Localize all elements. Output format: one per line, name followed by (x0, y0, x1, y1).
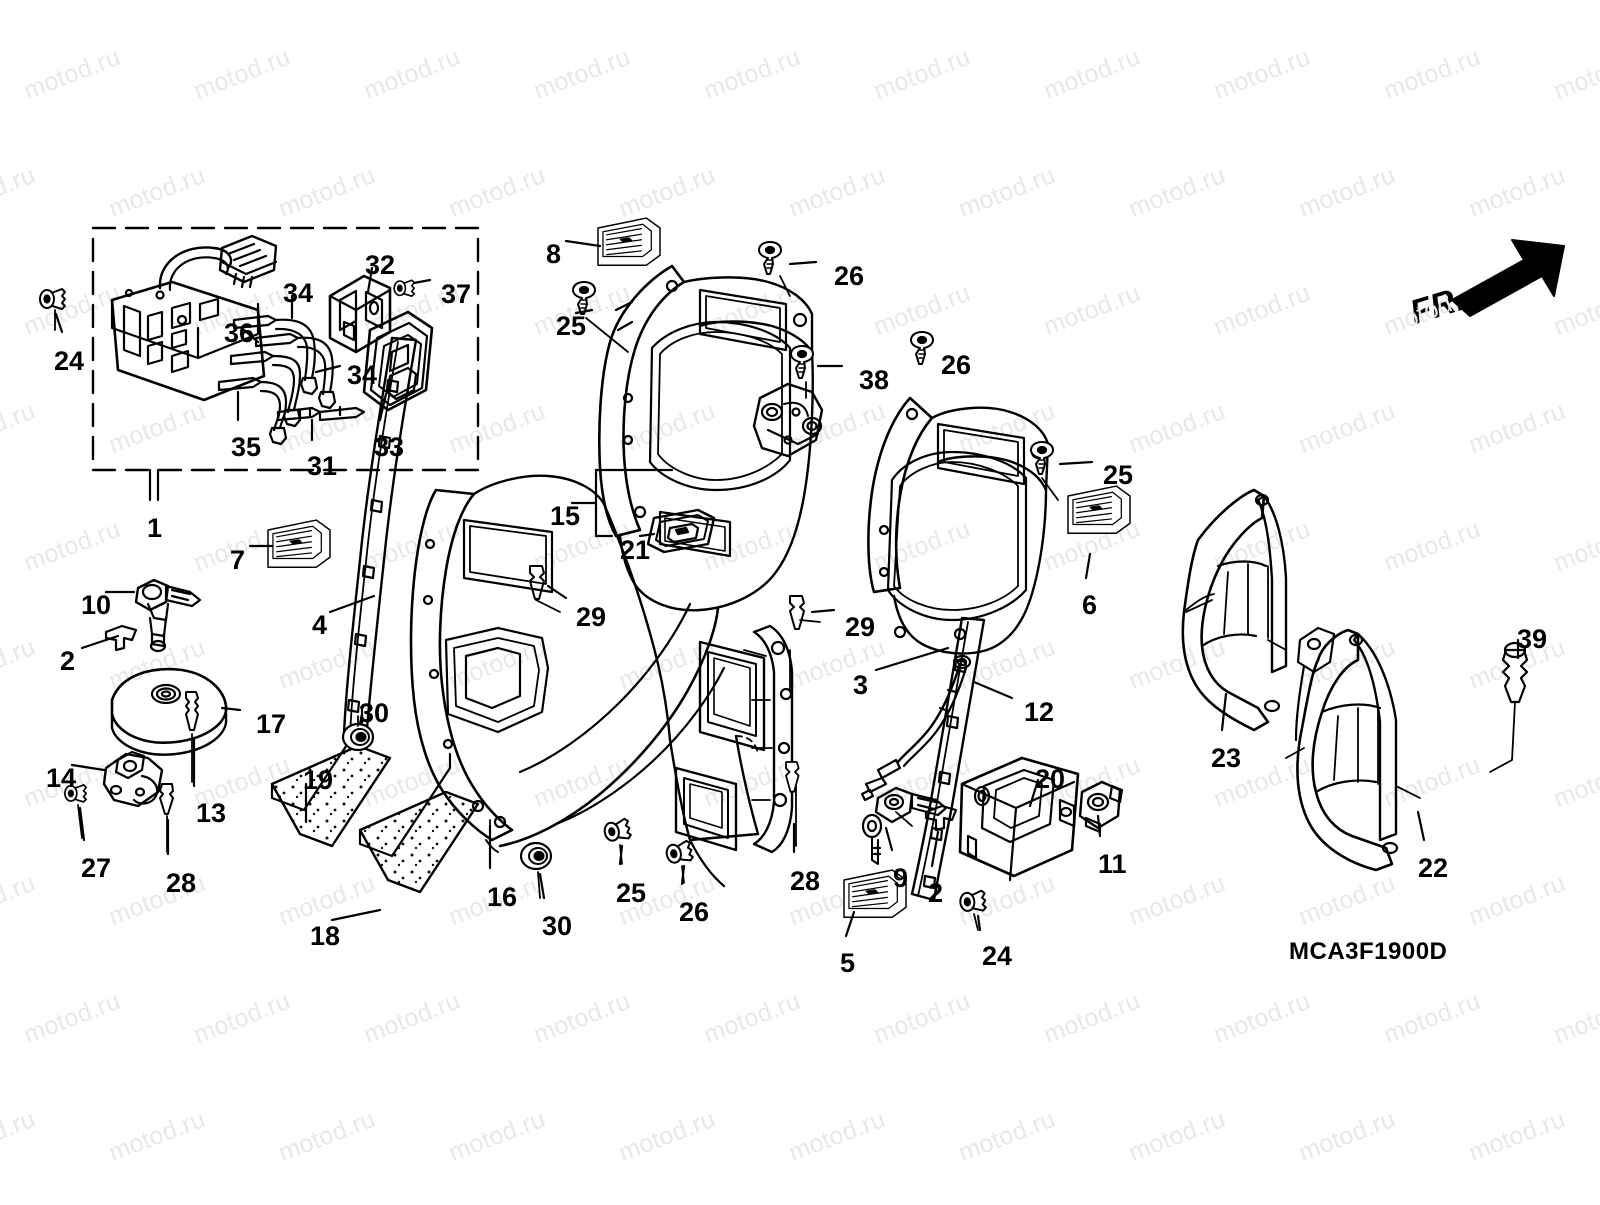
callout-access-lid: 17 (256, 709, 287, 739)
callout-center-cowl: 16 (487, 882, 518, 912)
callout-grommet-30-lower: 30 (542, 911, 573, 941)
callout-switch-bezel: 33 (374, 432, 405, 462)
callout-vent-louvre-top: 8 (546, 239, 562, 269)
callout-screw-24-upper: 24 (54, 346, 85, 376)
callout-screw-29-left: 29 (576, 602, 607, 632)
callout-grommet-30-upper: 30 (359, 698, 390, 728)
callout-emblem-badge: 21 (620, 535, 651, 565)
callout-lead-wire-34-upper: 34 (283, 278, 314, 308)
callout-relay-module: 32 (365, 250, 396, 280)
callout-trim-strip-left: 4 (312, 610, 328, 640)
callout-air-duct-left: 23 (1211, 743, 1242, 773)
callout-upper-cowl-panel: 15 (550, 501, 581, 531)
callout-screw-29-right: 29 (845, 612, 876, 642)
callout-sub-harness-31: 31 (307, 451, 338, 481)
callout-screw-28-left: 28 (166, 868, 197, 898)
callout-lead-wire-34-lower: 34 (347, 360, 378, 390)
callout-vent-louvre-right: 6 (1082, 590, 1098, 620)
callout-clip-lower-right: 2 (928, 878, 944, 908)
callout-vent-louvre-bottom: 5 (840, 948, 856, 978)
callout-ground-cable: 12 (1024, 697, 1055, 727)
callout-clip-39: 39 (1517, 624, 1548, 654)
callout-latch-assembly: 14 (46, 763, 77, 793)
callout-air-duct-right: 22 (1418, 853, 1449, 883)
callout-bolt-26-upper-right: 26 (941, 350, 972, 380)
callout-screw-13: 13 (196, 798, 227, 828)
callout-screw-37: 37 (441, 279, 472, 309)
callout-lock-cylinder-key: 10 (81, 590, 112, 620)
callout-screw-24-lower: 24 (982, 941, 1013, 971)
callout-lead-wire-35: 35 (231, 432, 262, 462)
callout-bolt-26-top: 26 (834, 261, 865, 291)
callout-bolt-25-right: 25 (1103, 460, 1134, 490)
callout-bracket-right: 11 (1098, 849, 1127, 879)
callout-bolt-26-bottom: 26 (679, 897, 710, 927)
callout-foam-pad-upper: 19 (303, 765, 334, 795)
callout-bolt-38: 38 (859, 365, 890, 395)
callout-clip-upper-left: 2 (60, 646, 76, 676)
callout-vent-louvre-left: 7 (230, 545, 246, 575)
diagram-part-number: MCA3F1900D (1289, 938, 1448, 965)
callout-bolt-25-bottom: 25 (616, 878, 647, 908)
callout-trim-strip-right: 3 (853, 670, 869, 700)
callout-screw-28-right: 28 (790, 866, 821, 896)
callout-foam-pad-lower: 18 (310, 921, 341, 951)
callout-lead-wire-36: 36 (224, 318, 255, 348)
callout-bolt-25-top: 25 (556, 311, 587, 341)
callout-switch-panel-assembly: 1 (147, 513, 163, 543)
callout-storage-box: 20 (1035, 764, 1066, 794)
callout-ignition-key-set: 9 (893, 863, 909, 893)
callout-screw-27: 27 (81, 853, 112, 883)
